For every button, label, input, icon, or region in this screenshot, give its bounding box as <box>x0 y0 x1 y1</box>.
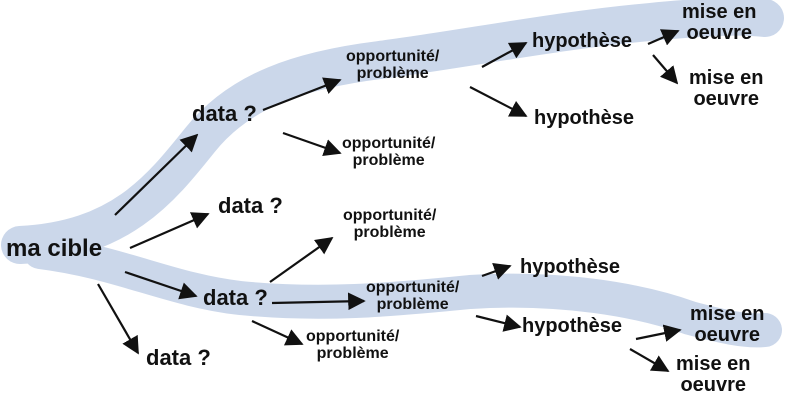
node-opp-lower-mid-line2: problème <box>376 295 449 313</box>
arrow-opp-lower-mid-to-hyp-bottom <box>475 314 522 332</box>
arrow-root-to-data-bottom <box>97 283 139 355</box>
node-data-middle-label: data ? <box>218 193 283 218</box>
node-mise-lower-bottom: mise en oeuvre <box>676 354 750 396</box>
node-opp-upper-mid-line2: problème <box>352 151 425 169</box>
arrow-data-lower-to-opp-lower-bottom <box>251 320 304 346</box>
arrow-hyp-lower-to-mise-bottom <box>629 348 670 372</box>
arrow-hyp-upper-to-mise-top <box>647 29 680 46</box>
node-hyp-lower-top: hypothèse <box>520 257 620 278</box>
node-opp-lower-bottom-line2: problème <box>316 344 389 362</box>
arrow-data-lower-to-opp-lower-mid <box>271 292 366 311</box>
node-data-middle: data ? <box>218 194 283 217</box>
highlight-upper-path <box>1 0 784 264</box>
node-mise-upper-bottom-line1: mise en <box>689 67 764 89</box>
arrow-opp-upper-top-to-hyp-bottom <box>469 86 528 117</box>
node-mise-lower-bottom-line1: mise en <box>676 353 751 375</box>
node-hyp-upper-top-label: hypothèse <box>532 30 633 52</box>
node-mise-lower-bottom-line2: oeuvre <box>680 374 747 396</box>
node-mise-upper-bottom-line2: oeuvre <box>693 88 760 110</box>
arrow-root-to-data-lower <box>124 270 198 300</box>
node-opp-upper-top-line2: problème <box>356 64 429 82</box>
node-opp-lower-bottom-line1: opportunité/ <box>306 328 400 345</box>
arrow-root-to-data-middle <box>129 212 210 250</box>
node-hyp-lower-bottom-label: hypothèse <box>522 315 623 337</box>
node-data-upper: data ? <box>192 102 257 125</box>
node-opp-lower-top: opportunité/ problème <box>343 207 437 242</box>
node-mise-upper-top: mise en oeuvre <box>682 2 756 44</box>
arrow-root-to-data-upper <box>114 133 199 216</box>
node-root-label: ma cible <box>6 235 103 262</box>
node-opp-upper-mid: opportunité/ problème <box>342 135 436 170</box>
node-data-lower-label: data ? <box>203 285 268 310</box>
node-opp-lower-top-line1: opportunité/ <box>343 207 437 224</box>
node-opp-upper-top: opportunité/ problème <box>346 48 440 83</box>
node-opp-lower-top-line2: problème <box>353 223 426 241</box>
node-mise-lower-top-line1: mise en <box>690 303 765 325</box>
node-opp-upper-mid-line1: opportunité/ <box>342 135 436 152</box>
node-mise-upper-top-line1: mise en <box>682 1 757 23</box>
arrow-opp-upper-top-to-hyp-top <box>481 42 528 68</box>
node-mise-lower-top: mise en oeuvre <box>690 304 764 346</box>
node-mise-upper-top-line2: oeuvre <box>686 22 753 44</box>
arrow-opp-lower-mid-to-hyp-top <box>481 263 512 280</box>
node-hyp-lower-bottom: hypothèse <box>522 316 622 337</box>
arrow-hyp-upper-to-mise-bottom <box>652 54 679 85</box>
node-opp-lower-mid: opportunité/ problème <box>366 279 460 314</box>
arrow-hyp-lower-to-mise-top <box>635 324 682 342</box>
node-data-lower: data ? <box>203 286 268 309</box>
node-data-upper-label: data ? <box>192 101 257 126</box>
node-opp-upper-top-line1: opportunité/ <box>346 48 440 65</box>
arrow-data-upper-to-opp-upper-top <box>262 77 342 112</box>
highlight-lower-path <box>23 235 782 348</box>
node-hyp-upper-bottom-label: hypothèse <box>534 107 635 129</box>
node-data-bottom: data ? <box>146 346 211 369</box>
node-opp-lower-bottom: opportunité/ problème <box>306 328 400 363</box>
node-data-bottom-label: data ? <box>146 345 211 370</box>
node-opp-lower-mid-line1: opportunité/ <box>366 279 460 296</box>
arrow-data-lower-to-opp-lower-top <box>269 236 334 283</box>
node-mise-upper-bottom: mise en oeuvre <box>689 68 763 110</box>
node-mise-lower-top-line2: oeuvre <box>694 324 761 346</box>
node-root: ma cible <box>6 236 102 261</box>
node-hyp-upper-top: hypothèse <box>532 31 632 52</box>
node-hyp-lower-top-label: hypothèse <box>520 256 621 278</box>
node-hyp-upper-bottom: hypothèse <box>534 108 634 129</box>
arrow-data-upper-to-opp-upper-mid <box>282 131 342 157</box>
